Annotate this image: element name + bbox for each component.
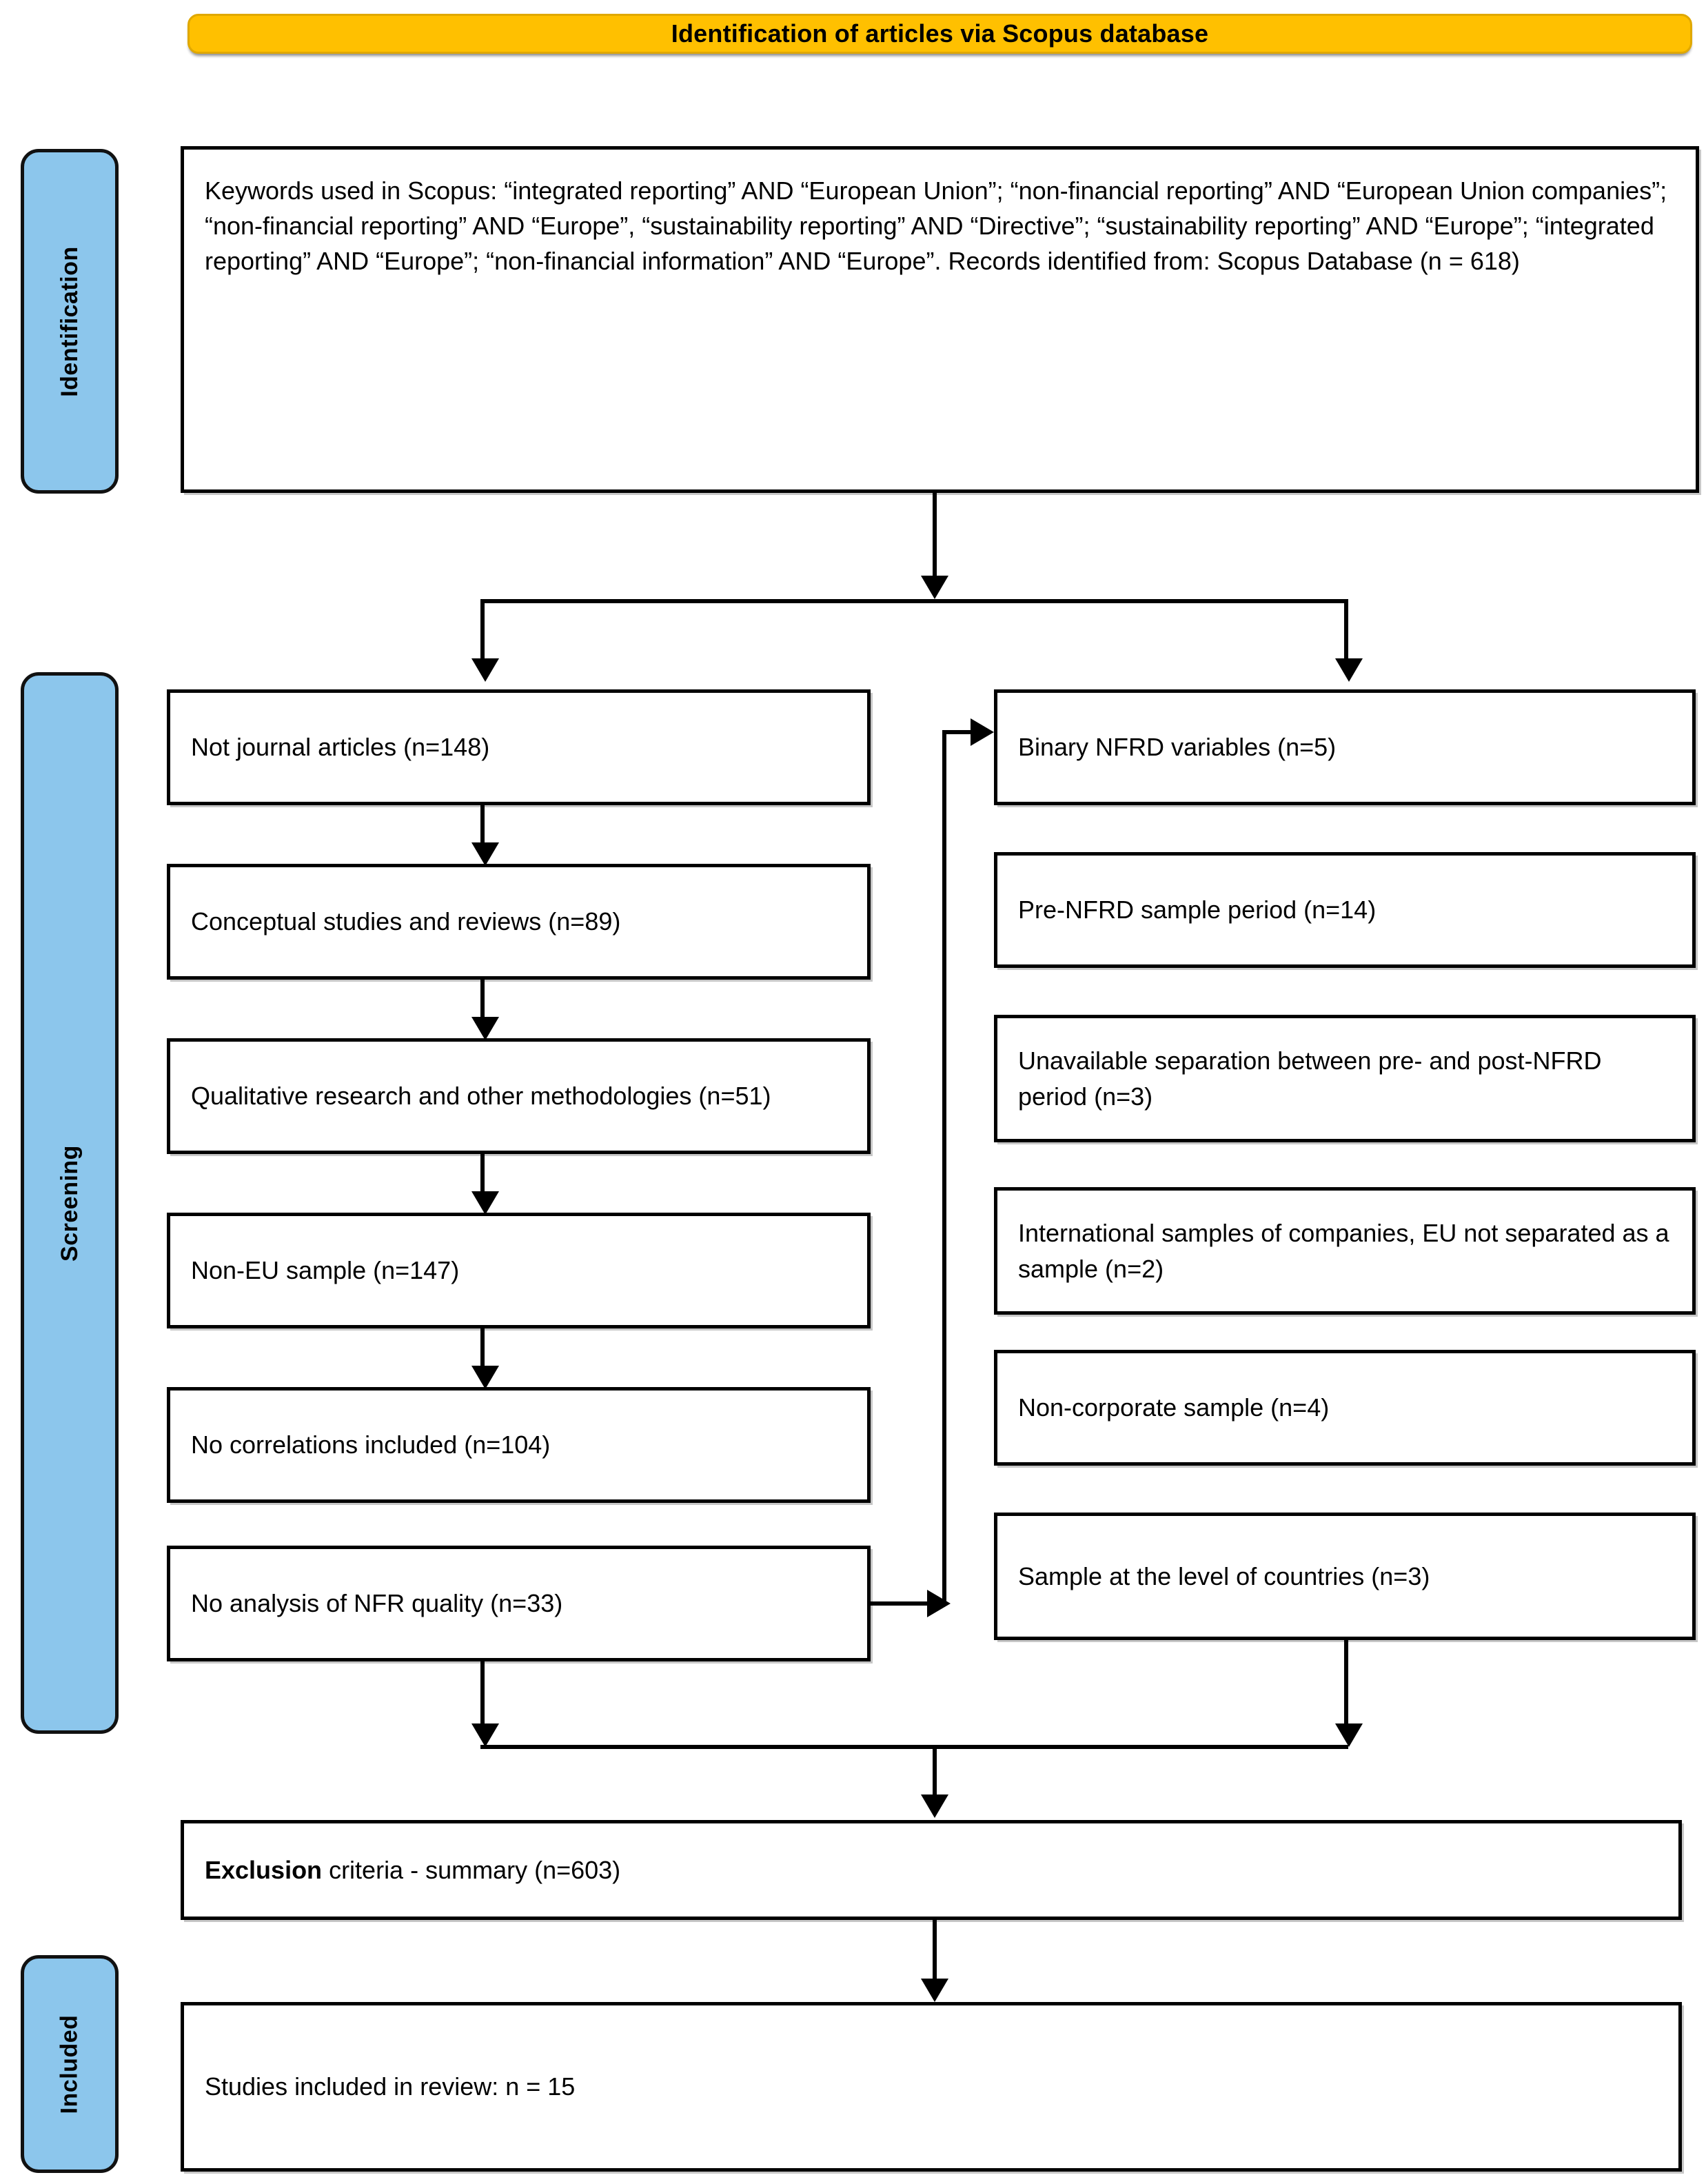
arrow-merge-right-icon [1335, 1723, 1363, 1747]
connector-split-bar [480, 599, 1348, 603]
diagram-title: Identification of articles via Scopus da… [671, 19, 1209, 48]
stage-label-screening-text: Screening [56, 1144, 83, 1262]
studies-included-box: Studies included in review: n = 15 [181, 2002, 1682, 2172]
records-identified-text: Records identified from: Scopus Database… [948, 247, 1520, 276]
connector-cross-riser [942, 730, 946, 1606]
exclusion-label: Sample at the level of countries (n=3) [1018, 1561, 1430, 1590]
stage-label-screening: Screening [21, 672, 119, 1734]
connector-left-3-4 [480, 1154, 485, 1191]
connector-merge-down [933, 1745, 937, 1794]
arrow-split-right-icon [1335, 658, 1363, 682]
connector-left-1-2 [480, 805, 485, 842]
exclusion-box-right-3: Unavailable separation between pre- and … [994, 1015, 1696, 1142]
exclusion-box-left-5: No correlations included (n=104) [167, 1387, 871, 1503]
stage-label-included-text: Included [56, 2014, 83, 2114]
connector-split-right-down [1344, 599, 1348, 658]
stage-label-identification: Identification [21, 149, 119, 494]
connector-merge-left-down [480, 1661, 485, 1723]
exclusion-box-right-5: Non-corporate sample (n=4) [994, 1350, 1696, 1466]
exclusion-label: Pre-NFRD sample period (n=14) [1018, 896, 1377, 924]
exclusion-box-right-1: Binary NFRD variables (n=5) [994, 689, 1696, 805]
arrow-left-3-4-icon [471, 1191, 499, 1215]
exclusion-box-right-4: International samples of companies, EU n… [994, 1187, 1696, 1315]
exclusion-box-right-6: Sample at the level of countries (n=3) [994, 1513, 1696, 1640]
exclusion-summary-box: Exclusion criteria - summary (n=603) [181, 1820, 1682, 1920]
studies-included-label: Studies included in review: n = 15 [205, 2072, 576, 2101]
connector-left-4-5 [480, 1328, 485, 1366]
connector-merge-right-down [1344, 1640, 1348, 1723]
arrow-left-4-5-icon [471, 1366, 499, 1389]
arrow-summary-down-icon [921, 1979, 948, 2002]
exclusion-label: Unavailable separation between pre- and … [1018, 1046, 1602, 1111]
arrow-left-1-2-icon [471, 842, 499, 866]
exclusion-label: No correlations included (n=104) [191, 1430, 551, 1459]
exclusion-label: Qualitative research and other methodolo… [191, 1082, 771, 1111]
arrow-identification-down-icon [921, 576, 948, 599]
exclusion-box-left-1: Not journal articles (n=148) [167, 689, 871, 805]
exclusion-box-left-6: No analysis of NFR quality (n=33) [167, 1546, 871, 1661]
arrow-left-2-3-icon [471, 1017, 499, 1040]
connector-left-2-3 [480, 980, 485, 1017]
keywords-text: Keywords used in Scopus: “integrated rep… [205, 176, 1667, 276]
connector-merge-bar [480, 1745, 1348, 1749]
arrow-cross-right-icon [971, 718, 994, 746]
exclusion-label: International samples of companies, EU n… [1018, 1219, 1669, 1283]
connector-split-left-down [480, 599, 485, 658]
exclusion-label: Binary NFRD variables (n=5) [1018, 733, 1337, 762]
arrow-cross-stub-icon [927, 1590, 951, 1617]
connector-cross-top [942, 730, 971, 734]
connector-identification-down [933, 493, 937, 576]
exclusion-box-left-2: Conceptual studies and reviews (n=89) [167, 864, 871, 980]
exclusion-label: Non-EU sample (n=147) [191, 1256, 460, 1285]
exclusion-summary-rest: criteria - summary (n=603) [322, 1855, 621, 1884]
arrow-split-left-icon [471, 658, 499, 682]
stage-label-included: Included [21, 1955, 119, 2173]
exclusion-label: No analysis of NFR quality (n=33) [191, 1589, 563, 1618]
diagram-header-banner: Identification of articles via Scopus da… [187, 14, 1692, 54]
connector-summary-down [933, 1920, 937, 1979]
exclusion-box-left-3: Qualitative research and other methodolo… [167, 1038, 871, 1154]
exclusion-summary-bold: Exclusion [205, 1855, 323, 1884]
exclusion-box-right-2: Pre-NFRD sample period (n=14) [994, 852, 1696, 968]
identification-records-box: Keywords used in Scopus: “integrated rep… [181, 146, 1699, 493]
stage-label-identification-text: Identification [56, 245, 83, 397]
exclusion-label: Conceptual studies and reviews (n=89) [191, 907, 621, 936]
arrow-merge-down-icon [921, 1794, 948, 1818]
arrow-merge-left-icon [471, 1723, 499, 1747]
exclusion-label: Non-corporate sample (n=4) [1018, 1393, 1330, 1422]
exclusion-label: Not journal articles (n=148) [191, 733, 490, 762]
exclusion-box-left-4: Non-EU sample (n=147) [167, 1213, 871, 1328]
connector-cross-stub [871, 1601, 946, 1606]
